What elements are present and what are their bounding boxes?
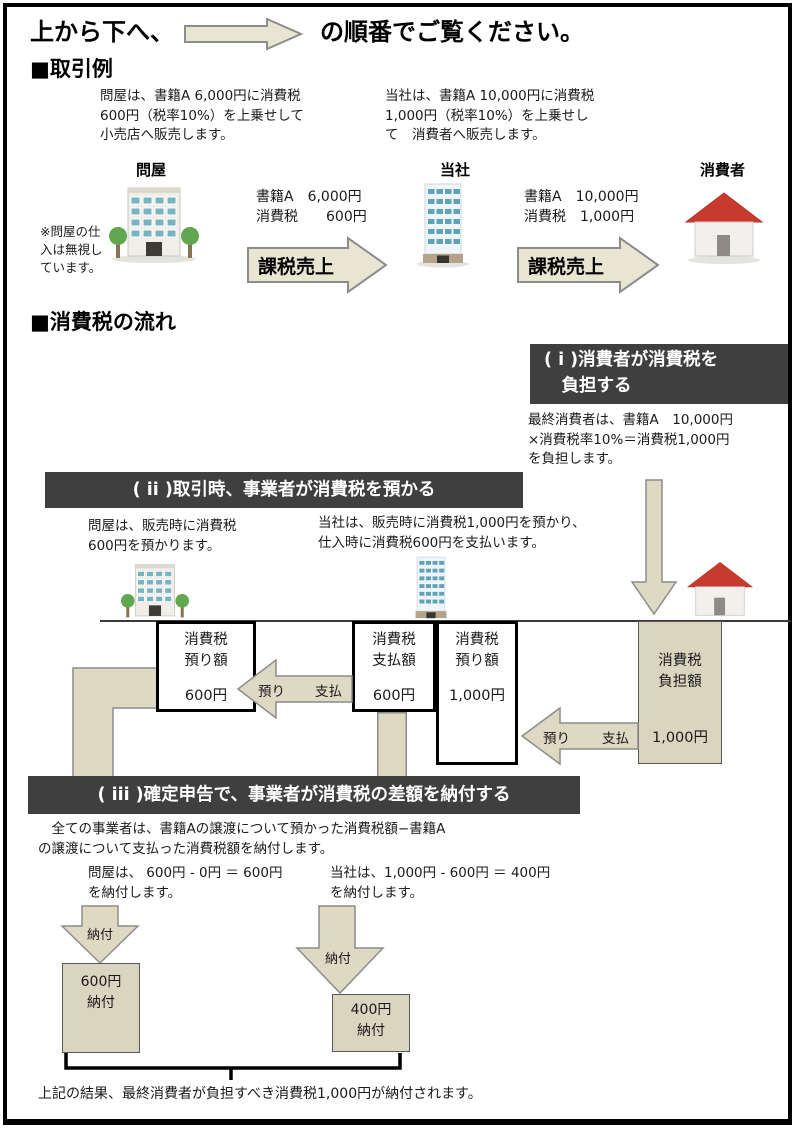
transaction-example-heading: ■取引例: [30, 57, 113, 81]
transfer-arrow-company-to-wholesaler: 預り 支払: [236, 658, 353, 720]
taxable-sale-label-1: 課税売上: [258, 256, 335, 278]
consumer-borne-tax-amount: 1,000円: [651, 730, 708, 747]
step1-description: 最終消費者は、書籍A 10,000円 ×消費税率10%＝消費税1,000円 を負…: [528, 412, 733, 468]
company-kept-tax-box: 消費税 預り額 1,000円: [436, 621, 518, 765]
sale2-price-text: 書籍A 10,000円 消費税 1,000円: [524, 189, 639, 226]
company-calc-text: 当社は、1,000円 - 600円 ＝ 400円 を納付します。: [330, 865, 551, 901]
company-paid-tax-amount: 600円: [372, 688, 416, 705]
pay-arrow-label-1: 納付: [87, 928, 114, 943]
pay-arrow-label-2: 納付: [325, 952, 352, 967]
company-label: 当社: [440, 161, 471, 179]
wholesaler-pay-arrow-icon: 納付: [60, 905, 140, 965]
wholesaler-label: 問屋: [136, 161, 167, 179]
company-building-icon: [412, 180, 474, 268]
company-kept-tax-label: 消費税 預り額: [455, 632, 499, 670]
reading-order-note-tail: の順番でご覧ください。: [320, 18, 584, 46]
consumer-borne-tax-label: 消費税 負担額: [658, 653, 702, 691]
company-elbow-arrow-icon: [377, 712, 407, 778]
wholesaler-kept-tax-label: 消費税 預り額: [184, 632, 228, 670]
company-paid-tax-label: 消費税 支払額: [372, 632, 416, 670]
step3-header: ( iii )確定申告で、事業者が消費税の差額を納付する: [28, 776, 580, 814]
step2-company-text: 当社は、販売時に消費税1,000円を預かり、 仕入時に消費税600円を支払います…: [318, 515, 586, 551]
wholesaler-elbow-arrow-icon: [72, 667, 158, 779]
sale1-arrow: 課税売上: [247, 236, 388, 294]
wholesaler-calc-text: 問屋は、 600円 - 0円 ＝ 600円 を納付します。: [88, 865, 283, 901]
wholesaler-building-small-icon: [116, 560, 194, 622]
reading-order-note-lead: 上から下へ、: [30, 18, 174, 46]
deposit-label-1: 預り: [258, 684, 285, 700]
deposit-label-2: 預り: [543, 731, 570, 747]
brace-icon: [62, 1050, 404, 1082]
company-building-small-icon: [402, 554, 460, 622]
consumer-house-small-icon: [680, 560, 760, 622]
wholesaler-description: 問屋は、書籍A 6,000円に消費税 600円（税率10%）を上乗せして 小売店…: [100, 88, 304, 144]
conclusion-text: 上記の結果、最終消費者が負担すべき消費税1,000円が納付されます。: [38, 1086, 482, 1102]
tax-flow-heading: ■消費税の流れ: [30, 310, 176, 334]
company-kept-tax-amount: 1,000円: [448, 688, 505, 705]
transfer-arrow-consumer-to-company: 預り 支払: [520, 706, 639, 766]
wholesaler-side-note: ※問屋の仕 入は無視し ています。: [40, 224, 103, 276]
sale1-price-text: 書籍A 6,000円 消費税 600円: [256, 189, 367, 226]
consumer-borne-tax-box: 消費税 負担額 1,000円: [638, 621, 722, 764]
step2-wholesaler-text: 問屋は、販売時に消費税 600円を預かります。: [88, 518, 237, 554]
step2-header: ( ii )取引時、事業者が消費税を預かる: [45, 472, 523, 508]
consumer-down-arrow-icon: [630, 479, 678, 616]
taxable-sale-label-2: 課税売上: [528, 256, 605, 278]
wholesaler-building-icon: [108, 182, 200, 264]
step3-description: 全ての事業者は、書籍Aの譲渡について預かった消費税額−書籍A の譲渡について支払…: [38, 821, 446, 857]
wholesaler-payment-box: 600円 納付: [62, 963, 140, 1053]
wholesaler-kept-tax-amount: 600円: [184, 688, 228, 705]
company-description: 当社は、書籍A 10,000円に消費税 1,000円（税率10%）を上乗せし て…: [385, 88, 595, 144]
step1-header: ( i )消費者が消費税を 負担する: [530, 344, 788, 404]
sale2-arrow: 課税売上: [517, 236, 660, 294]
company-pay-arrow-icon: 納付: [295, 905, 385, 995]
consumer-house-icon: [682, 190, 766, 264]
wholesaler-kept-tax-box: 消費税 預り額 600円: [156, 621, 256, 712]
reading-order-arrow-icon: [184, 17, 304, 51]
company-payment-box: 400円 納付: [332, 994, 410, 1052]
pay-label-2: 支払: [602, 731, 629, 747]
pay-label-1: 支払: [315, 684, 342, 700]
consumer-label: 消費者: [700, 161, 746, 179]
company-paid-tax-box: 消費税 支払額 600円: [352, 621, 436, 712]
